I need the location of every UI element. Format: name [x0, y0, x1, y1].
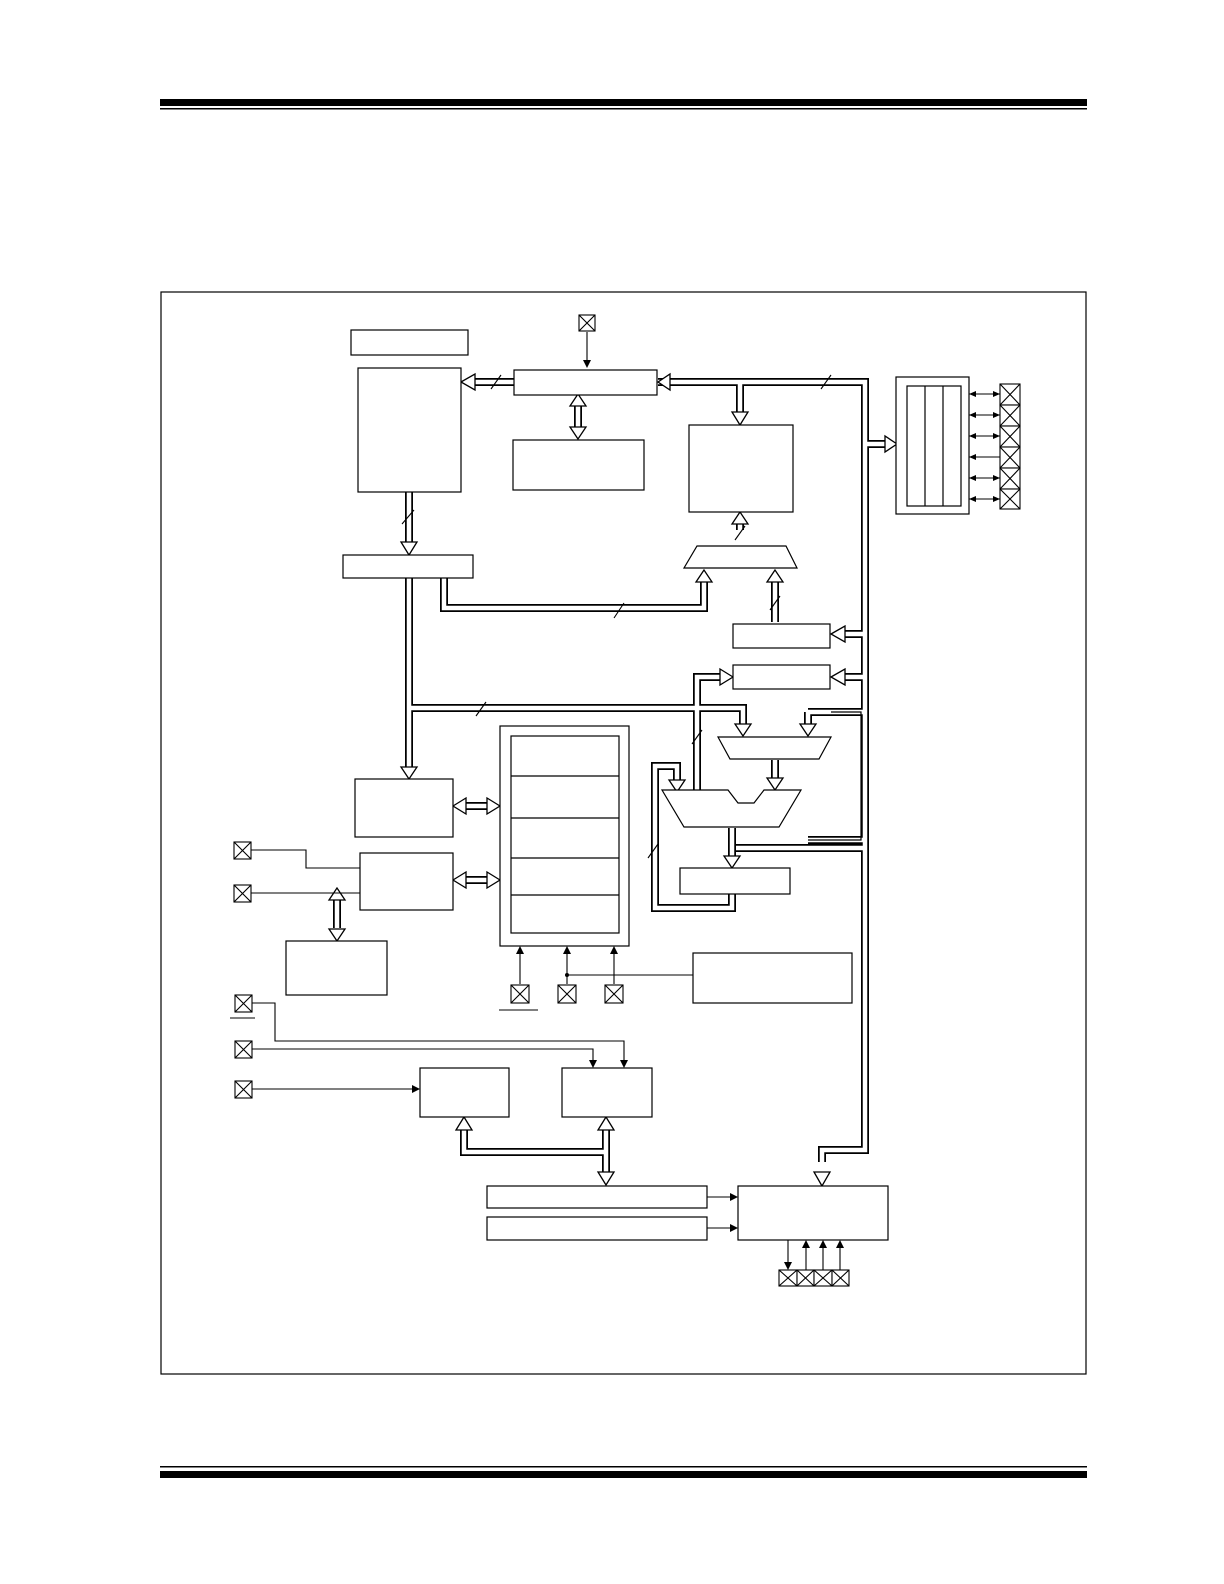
figure-frame — [160, 291, 1087, 1375]
pin-osc2 — [233, 884, 252, 903]
io-port-block — [895, 376, 970, 515]
pin-osc1 — [233, 841, 252, 860]
pin-cmp-0 — [778, 1269, 798, 1287]
pin-vss — [510, 984, 530, 1004]
pin-mclr — [234, 994, 253, 1013]
eeprom-block — [354, 778, 454, 838]
pin-vdd — [557, 984, 577, 1004]
program-counter-block — [513, 369, 658, 396]
pin-port-0 — [999, 383, 1021, 406]
oscillator-block — [285, 940, 388, 996]
peripheral-reg-2 — [486, 1216, 708, 1241]
pin-cmp-3 — [831, 1269, 850, 1287]
pin-cmp-2 — [813, 1269, 833, 1287]
footer-rule — [160, 1466, 1087, 1478]
pin-t1 — [234, 1040, 253, 1059]
header-rule — [160, 99, 1087, 110]
pin-port-1 — [999, 404, 1021, 427]
bus-arrowheads — [327, 372, 899, 1188]
pin-t0 — [234, 1080, 253, 1099]
program-memory-block — [357, 367, 462, 493]
bus-width-marks — [401, 374, 832, 859]
status-block — [732, 664, 831, 690]
alu-input-mux — [716, 736, 833, 760]
data-buses — [333, 378, 885, 1172]
alu-bracket — [808, 711, 862, 841]
peripheral-reg-1 — [486, 1185, 708, 1209]
timer0-block — [419, 1067, 510, 1118]
blocks — [285, 329, 889, 1241]
timing-block — [359, 852, 454, 911]
pin-top — [578, 314, 596, 332]
w-register-block — [679, 867, 791, 895]
ram-block — [688, 424, 794, 513]
muxes-alu — [660, 545, 833, 828]
comparator-block — [737, 1185, 889, 1241]
program-memory-label-box — [350, 329, 469, 356]
pin-port-2 — [999, 425, 1021, 448]
address-mux — [682, 545, 798, 569]
pin-vpp — [604, 984, 624, 1004]
config-block — [692, 952, 853, 1004]
instruction-register-block — [342, 554, 474, 579]
alu — [660, 789, 803, 828]
pin-port-4 — [999, 467, 1021, 490]
small-arrowheads — [412, 360, 1000, 1270]
timer1-block — [561, 1067, 653, 1118]
pin-port-5 — [999, 488, 1021, 510]
pin-port-3 — [999, 446, 1021, 469]
pin-cmp-1 — [796, 1269, 815, 1287]
pins — [233, 314, 1021, 1287]
stack-block — [512, 439, 645, 491]
file-register-array — [499, 725, 630, 947]
fsr-block — [732, 623, 831, 649]
